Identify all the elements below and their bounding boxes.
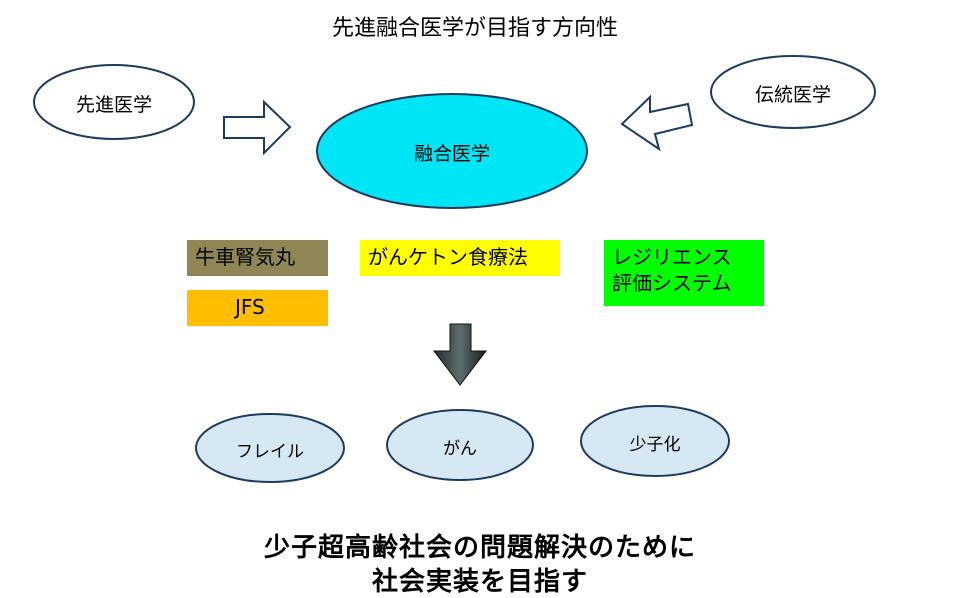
method-resilience-box: レジリエンス 評価システム — [604, 240, 764, 306]
advanced-medicine-label: 先進医学 — [75, 94, 152, 116]
arrow-left-icon — [620, 94, 694, 152]
footer-line2: 社会実装を目指す — [371, 567, 588, 597]
integrative-medicine-label: 融合医学 — [413, 143, 490, 165]
method-ketone-box: がんケトン食療法 — [360, 240, 560, 276]
method-gosha-box: 牛車腎気丸 — [187, 240, 328, 276]
target-low-birthrate-label: 少子化 — [629, 435, 681, 455]
advanced-medicine-ellipse — [33, 64, 195, 140]
arrow-down-icon — [432, 323, 488, 386]
traditional-medicine-ellipse — [710, 55, 876, 129]
target-frailty-label: フレイル — [236, 442, 304, 462]
method-jfs-box: JFS — [187, 290, 328, 326]
integrative-medicine-ellipse — [316, 93, 588, 209]
target-cancer-label: がん — [443, 439, 477, 459]
target-frailty-ellipse — [195, 413, 345, 483]
method-gosha-label: 牛車腎気丸 — [195, 245, 295, 269]
traditional-medicine-label: 伝統医学 — [754, 84, 831, 106]
footer-line1: 少子超高齢社会の問題解決のために — [263, 533, 696, 563]
arrow-right-icon — [223, 99, 292, 156]
target-low-birthrate-ellipse — [580, 405, 730, 477]
method-resilience-line1: レジリエンス — [612, 245, 732, 269]
method-resilience-line2: 評価システム — [612, 271, 732, 295]
method-ketone-label: がんケトン食療法 — [368, 245, 528, 269]
target-cancer-ellipse — [386, 409, 534, 481]
page-title: 先進融合医学が目指す方向性 — [331, 16, 618, 41]
method-jfs-label: JFS — [235, 295, 265, 319]
